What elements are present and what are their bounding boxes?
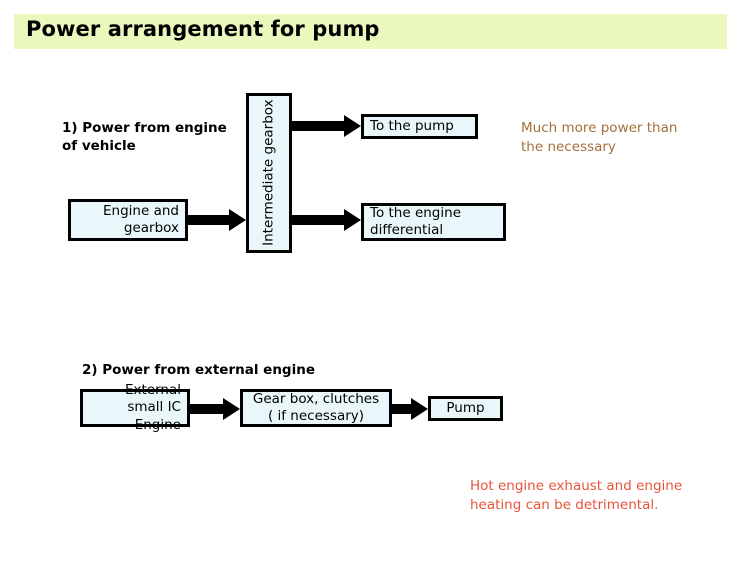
section-label-1: 1) Power from engine of vehicle <box>62 120 227 154</box>
box-intermediate-gearbox: Intermediate gearbox <box>246 93 292 253</box>
box-engine-and-gearbox-label: Engine and gearbox <box>103 202 179 236</box>
box-to-the-engine-differential: To the engine differential <box>361 203 506 241</box>
box-engine-and-gearbox: Engine and gearbox <box>68 199 188 241</box>
box-to-the-engine-differential-label: To the engine differential <box>370 204 461 238</box>
power-excess-note: Much more power than the necessary <box>521 120 678 155</box>
box-to-the-pump-label: To the pump <box>370 117 454 134</box>
section-label-2: 2) Power from external engine <box>82 362 315 378</box>
box-external-small-ic-engine-label: External small IC Engine <box>124 382 181 433</box>
box-pump: Pump <box>428 396 503 421</box>
box-to-the-pump: To the pump <box>361 114 478 139</box>
box-gear-box-clutches-label: Gear box, clutches ( if necessary) <box>252 390 380 424</box>
page-title: Power arrangement for pump <box>26 17 380 41</box>
box-external-small-ic-engine: External small IC Engine <box>80 382 190 433</box>
box-intermediate-gearbox-label: Intermediate gearbox <box>260 99 277 247</box>
box-gear-box-clutches: Gear box, clutches ( if necessary) <box>240 389 392 427</box>
heat-warning-note: Hot engine exhaust and engine heating ca… <box>470 478 683 513</box>
title-band <box>14 14 727 49</box>
box-pump-label: Pump <box>446 399 485 416</box>
